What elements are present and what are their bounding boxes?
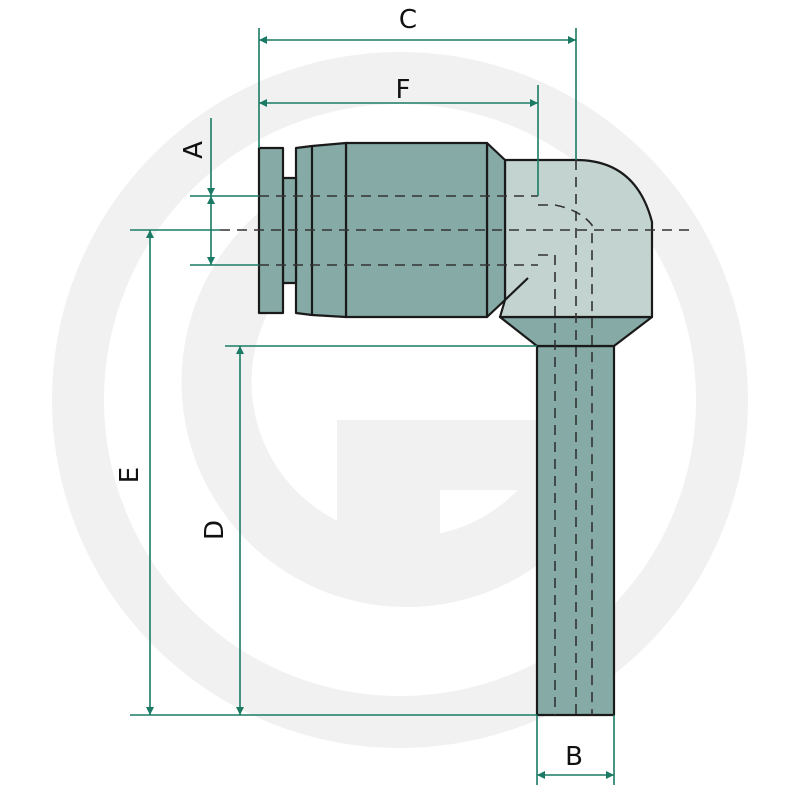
label-e: E	[115, 467, 145, 483]
collet-ring	[294, 141, 348, 319]
label-c: C	[399, 5, 417, 35]
label-d: D	[200, 520, 230, 540]
label-f: F	[396, 75, 411, 105]
label-a: A	[179, 141, 209, 159]
elbow-body	[498, 158, 654, 319]
dimensions	[130, 28, 615, 785]
hidden-lines	[220, 160, 690, 720]
label-b: B	[565, 742, 583, 772]
